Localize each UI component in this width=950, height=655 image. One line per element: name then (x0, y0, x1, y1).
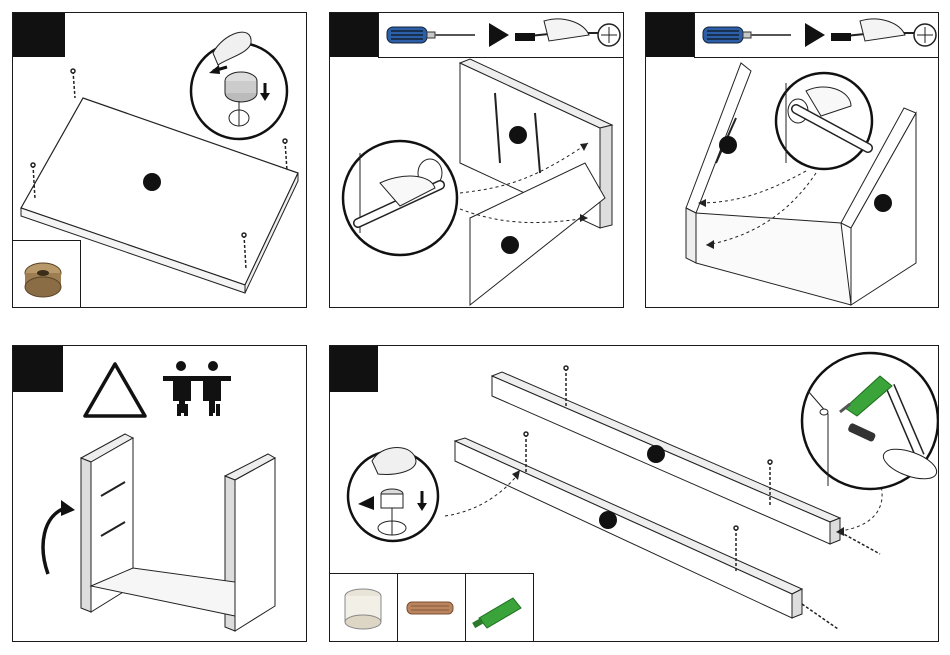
cam-lock-fitting-icon (13, 241, 80, 308)
two-person-icon (163, 361, 231, 416)
panel-2-illustration (330, 13, 624, 308)
panel-3-illustration (646, 13, 939, 308)
step-panel-2 (329, 12, 624, 308)
dowel-cup-icon (330, 574, 397, 642)
hardware-inset (13, 240, 81, 308)
rail-front (455, 438, 802, 594)
step-panel-4 (12, 345, 307, 642)
panel-4-illustration (13, 346, 307, 642)
warning-triangle-icon (85, 364, 145, 416)
step-panel-5 (329, 345, 939, 642)
inset-cell-glue (465, 574, 533, 642)
inset-cell-wood-dowel (397, 574, 466, 642)
wood-dowel-icon (397, 574, 465, 642)
wood-glue-icon (465, 574, 533, 642)
step-panel-3 (645, 12, 939, 308)
inset-cell-cup (330, 574, 398, 642)
rotate-arrow-icon (43, 508, 65, 574)
part-marker (143, 173, 161, 191)
left-side-panel (686, 63, 751, 213)
dowel-icon (802, 532, 880, 629)
base-panel (696, 213, 851, 305)
hardware-inset (330, 573, 534, 642)
step-panel-1 (12, 12, 307, 308)
